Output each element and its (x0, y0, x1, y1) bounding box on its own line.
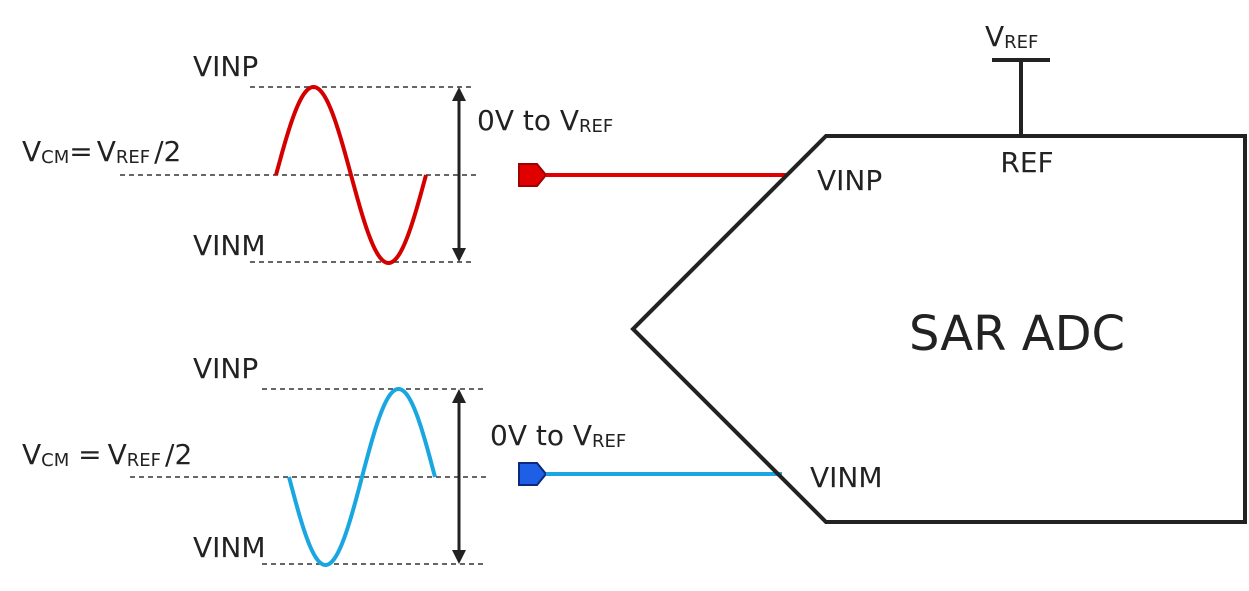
adc-pin-vinp: VINP (817, 164, 882, 197)
bottom-sine-wave (287, 386, 437, 568)
sar-adc-block: SAR ADC VINP VINM VREF REF (630, 20, 1247, 524)
bottom-label-vinp: VINP (193, 352, 258, 385)
top-sine-wave (274, 84, 428, 266)
bottom-range-arrowhead-up (452, 389, 466, 403)
top-vcm-label: VCM=VREF/2 (22, 135, 181, 168)
vref-top-label: VREF (985, 20, 1038, 53)
bottom-waveform-group: VINP VCM =VREF/2 VINM 0V to VREF (22, 352, 782, 568)
bottom-label-vinm: VINM (193, 531, 266, 564)
adc-ref-pin-label: REF (1000, 146, 1053, 179)
top-range-arrowhead-down (452, 248, 466, 262)
top-range-arrowhead-up (452, 87, 466, 101)
adc-title: SAR ADC (909, 306, 1125, 362)
bottom-vcm-label: VCM =VREF/2 (22, 438, 192, 471)
top-range-label: 0V to VREF (477, 104, 613, 137)
top-label-vinm: VINM (193, 229, 266, 262)
top-waveform-group: VINP VCM=VREF/2 VINM 0V to VREF (22, 50, 786, 266)
bottom-range-label: 0V to VREF (490, 419, 626, 452)
bottom-range-arrowhead-down (452, 550, 466, 564)
top-input-port-marker (518, 163, 548, 187)
top-label-vinp: VINP (193, 50, 258, 83)
adc-body-outline (630, 134, 1247, 524)
bottom-input-port-marker (518, 462, 548, 486)
adc-pin-vinm: VINM (810, 461, 883, 494)
